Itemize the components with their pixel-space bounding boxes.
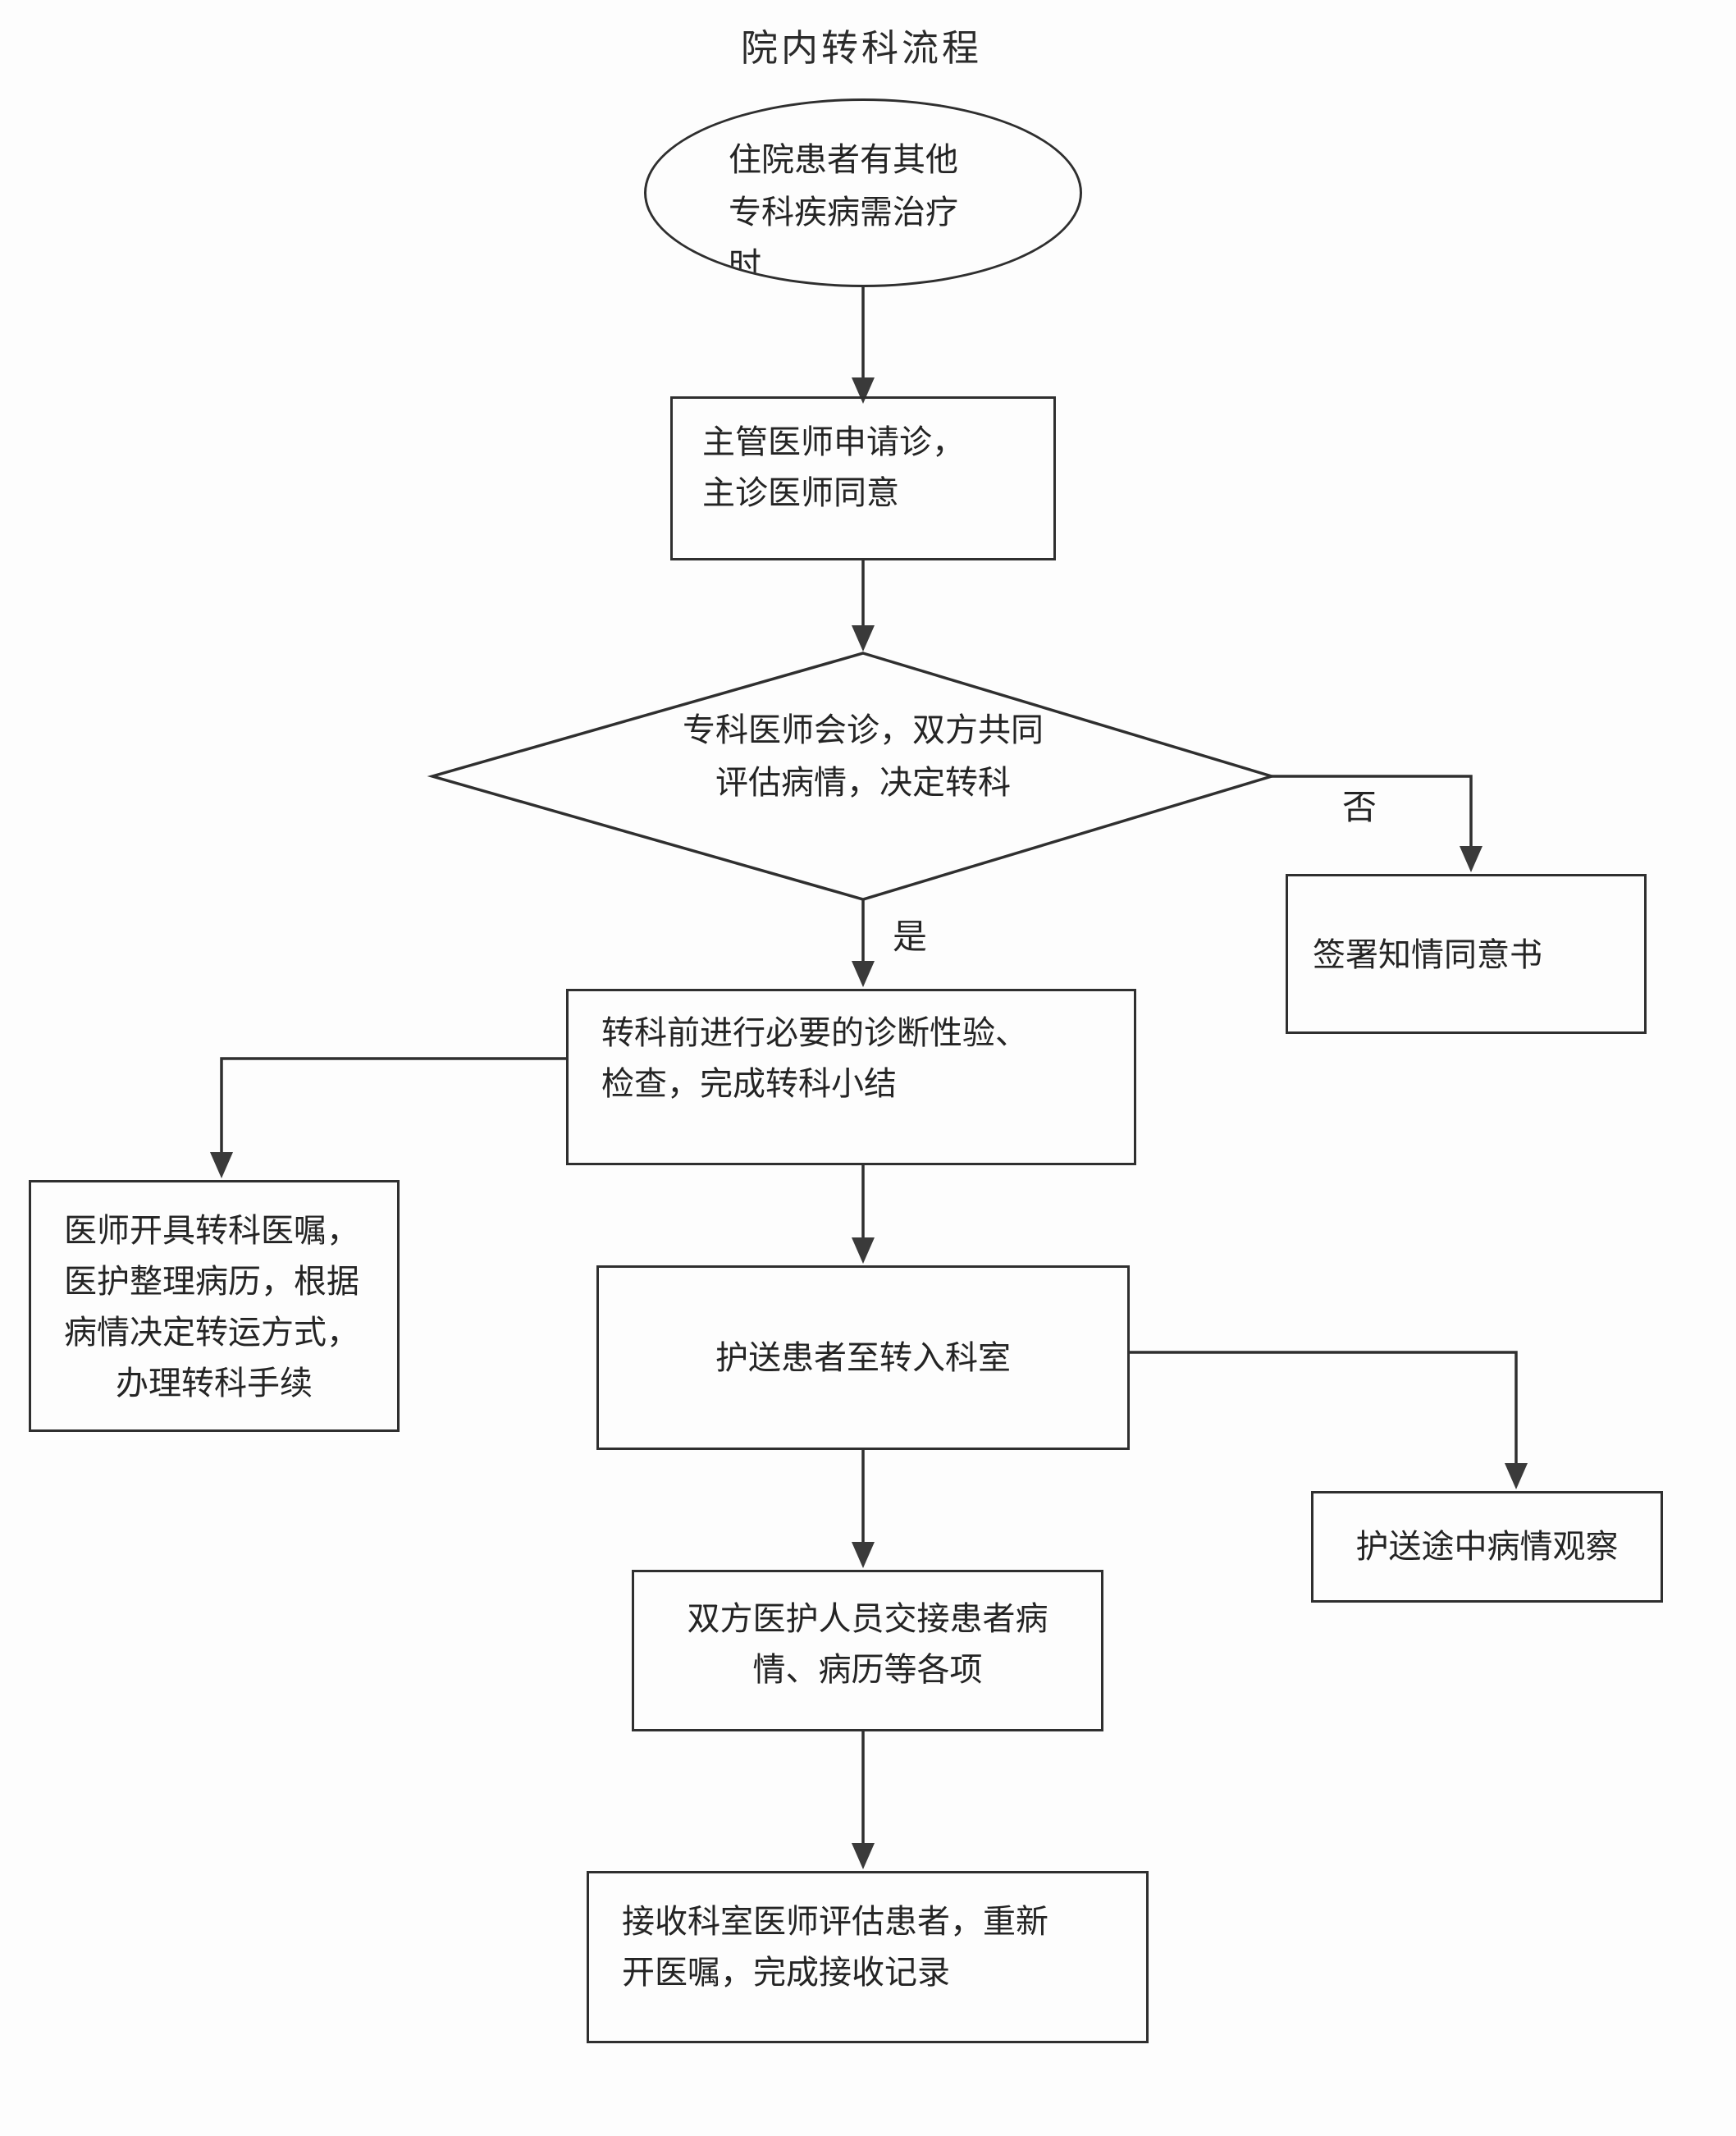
node-receive-text: 接收科室医师评估患者，重新 开医嘱，完成接收记录 [622,1903,1048,1991]
arrowhead-escort-observe [1505,1463,1528,1489]
node-escort-text: 护送患者至转入科室 [715,1338,1011,1376]
node-start-text: 住院患者有其他 专科疾病需治疗 时 [729,141,958,283]
node-handover: 双方医护人员交接患者病 情、病历等各项 [632,1570,1103,1731]
arrowhead-start-apply [852,377,875,404]
node-consent-text: 签署知情同意书 [1313,936,1542,973]
page-title: 院内转科流程 [740,28,982,69]
node-orders-text2: 办理转科手续 [116,1365,313,1402]
arrowhead-decision-prepare [852,961,875,987]
node-consent: 签署知情同意书 [1286,874,1647,1034]
branch-label-yes: 是 [893,919,928,957]
node-prepare-text: 转科前进行必要的诊断性验、 检查，完成转科小结 [601,1014,1028,1102]
node-orders: 医师开具转科医嘱， 医护整理病历，根据 病情决定转运方式， 办理转科手续 [29,1180,400,1432]
arrowhead-escort-handover [852,1542,875,1568]
arrowhead-decision-consent [1460,846,1482,872]
arrowhead-prepare-escort [852,1237,875,1264]
node-apply: 主管医师申请诊， 主诊医师同意 [670,396,1056,560]
arrowhead-handover-receive [852,1843,875,1869]
arrowhead-apply-decision [852,625,875,652]
branch-label-no: 否 [1342,789,1377,827]
arrowhead-prepare-orders [210,1152,233,1178]
connector-escort-observe [1130,1351,1518,1463]
node-observe: 护送途中病情观察 [1311,1491,1663,1603]
node-receive: 接收科室医师评估患者，重新 开医嘱，完成接收记录 [587,1871,1149,2043]
node-orders-text: 医师开具转科医嘱， 医护整理病历，根据 病情决定转运方式， [64,1212,359,1351]
connector-prepare-orders [220,1057,566,1152]
connector-decision-consent [1272,775,1473,847]
node-escort: 护送患者至转入科室 [596,1265,1130,1450]
node-apply-text: 主管医师申请诊， 主诊医师同意 [702,423,965,511]
node-observe-text: 护送途中病情观察 [1355,1528,1619,1565]
node-decision-text: 专科医师会诊，双方共同 评估病情，决定转科 [683,711,1044,801]
node-start: 住院患者有其他 专科疾病需治疗 时 [644,98,1082,287]
node-handover-text: 双方医护人员交接患者病 情、病历等各项 [687,1600,1048,1688]
node-prepare: 转科前进行必要的诊断性验、 检查，完成转科小结 [566,989,1136,1165]
